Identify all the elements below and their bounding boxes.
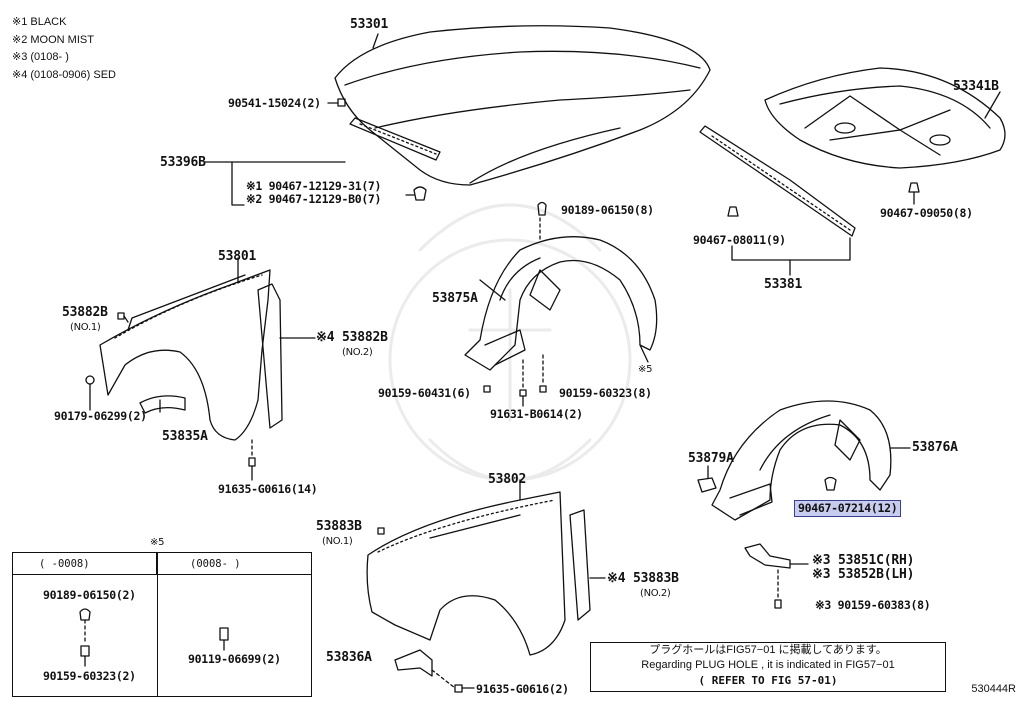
part-label-53883b-no1[interactable]: 53883B — [316, 519, 362, 534]
part-label-91631-b0614[interactable]: 91631-B0614(2) — [490, 407, 583, 421]
part-sub-53883b-no1: (NO.1) — [322, 536, 353, 547]
part-label-90159-60383[interactable]: ※3 90159-60383(8) — [815, 598, 931, 612]
table-divider — [157, 553, 158, 696]
part-label-53876a[interactable]: 53876A — [912, 440, 958, 455]
rear-liner-clip — [697, 465, 717, 493]
part-label-90467-12129-b0[interactable]: ※2 90467-12129-B0(7) — [246, 192, 382, 206]
part-label-90159-60323[interactable]: 90159-60323(8) — [559, 386, 652, 400]
table-part-90159[interactable]: 90159-60323(2) — [43, 669, 136, 683]
liner-screws — [483, 354, 547, 407]
fender-fasteners-left — [85, 375, 256, 481]
part-sub-53883b-no2: (NO.2) — [640, 588, 671, 599]
part-label-91635-g0616-14[interactable]: 91635-G0616(14) — [218, 482, 318, 496]
fender-liner-rear — [711, 400, 911, 521]
part-label-53836a[interactable]: 53836A — [326, 650, 372, 665]
variant-table: ( -0008) (0008- ) 90189-06150(2) 90159-6… — [12, 552, 312, 697]
part-label-53835a[interactable]: 53835A — [162, 429, 208, 444]
hood-insulator — [764, 67, 1006, 169]
variant-legend: ※1 BLACK ※2 MOON MIST ※3 (0108- ) ※4 (01… — [12, 14, 116, 84]
table-fasteners — [79, 608, 229, 667]
part-label-90189-06150[interactable]: 90189-06150(8) — [561, 203, 654, 217]
part-label-53882b-no1[interactable]: 53882B — [62, 305, 108, 320]
part-label-53875a[interactable]: 53875A — [432, 291, 478, 306]
part-label-53882b-no2[interactable]: ※4 53882B — [316, 330, 388, 345]
note-line-jp: プラグホールはFIG57−01 に掲載してあります。 — [649, 644, 887, 656]
legend-item: ※2 MOON MIST — [12, 33, 94, 46]
part-label-90467-08011[interactable]: 90467-08011(9) — [693, 233, 786, 247]
table-part-90189[interactable]: 90189-06150(2) — [43, 588, 136, 602]
insulator-clip — [908, 182, 920, 205]
rear-bracket — [744, 543, 809, 609]
part-sub-53882b-no2: (NO.2) — [342, 347, 373, 358]
watermark-logo — [388, 203, 632, 482]
fender-liner-front — [464, 201, 658, 371]
hood-fasteners — [327, 98, 427, 201]
cowl-seal — [699, 125, 856, 276]
table-title: ※5 — [150, 537, 165, 548]
part-label-53802[interactable]: 53802 — [488, 472, 527, 487]
part-label-53396b[interactable]: 53396B — [160, 155, 206, 170]
part-label-53851c[interactable]: ※3 53851C(RH) — [812, 553, 915, 568]
table-part-90119[interactable]: 90119-06699(2) — [188, 652, 281, 666]
hood-seal — [204, 117, 441, 206]
legend-item: ※3 (0108- ) — [12, 51, 69, 63]
part-sub-53882b-no1: (NO.1) — [70, 322, 101, 333]
table-header-early: ( -0008) — [13, 553, 157, 575]
part-label-90467-12129-31[interactable]: ※1 90467-12129-31(7) — [246, 179, 382, 193]
part-label-53852b[interactable]: ※3 53852B(LH) — [812, 567, 915, 582]
legend-item: ※4 (0108-0906) SED — [12, 68, 116, 81]
fender-bracket-left — [139, 395, 186, 414]
part-label-90159-60431[interactable]: 90159-60431(6) — [378, 386, 471, 400]
hood-panel — [334, 25, 711, 186]
fender-bracket-right — [394, 649, 475, 693]
part-label-91635-g0616-2[interactable]: 91635-G0616(2) — [476, 682, 569, 696]
legend-item: ※1 BLACK — [12, 16, 67, 28]
note-line-en: Regarding PLUG HOLE , it is indicated in… — [641, 659, 895, 671]
part-label-53883b-no2[interactable]: ※4 53883B — [607, 571, 679, 586]
table-header-late: (0008- ) — [158, 553, 311, 575]
part-label-53301[interactable]: 53301 — [350, 17, 389, 32]
part-label-90541[interactable]: 90541-15024(2) — [228, 96, 321, 110]
fender-left — [99, 257, 316, 441]
part-label-53801[interactable]: 53801 — [218, 249, 257, 264]
part-label-90179-06299[interactable]: 90179-06299(2) — [54, 409, 147, 423]
plug-hole-note: プラグホールはFIG57−01 に掲載してあります。 Regarding PLU… — [590, 642, 946, 692]
cowl-clip — [727, 206, 739, 217]
part-note-5: ※5 — [638, 364, 653, 375]
note-refer-link[interactable]: ( REFER TO FIG 57-01) — [698, 674, 838, 687]
part-label-53879a[interactable]: 53879A — [688, 451, 734, 466]
part-label-53341b[interactable]: 53341B — [953, 79, 999, 94]
fender-right — [366, 479, 606, 656]
part-label-90467-07214-highlighted[interactable]: 90467-07214(12) — [793, 500, 902, 517]
part-label-53381[interactable]: 53381 — [764, 277, 803, 292]
part-label-90467-09050[interactable]: 90467-09050(8) — [880, 206, 973, 220]
figure-id: 530444R — [971, 683, 1016, 695]
